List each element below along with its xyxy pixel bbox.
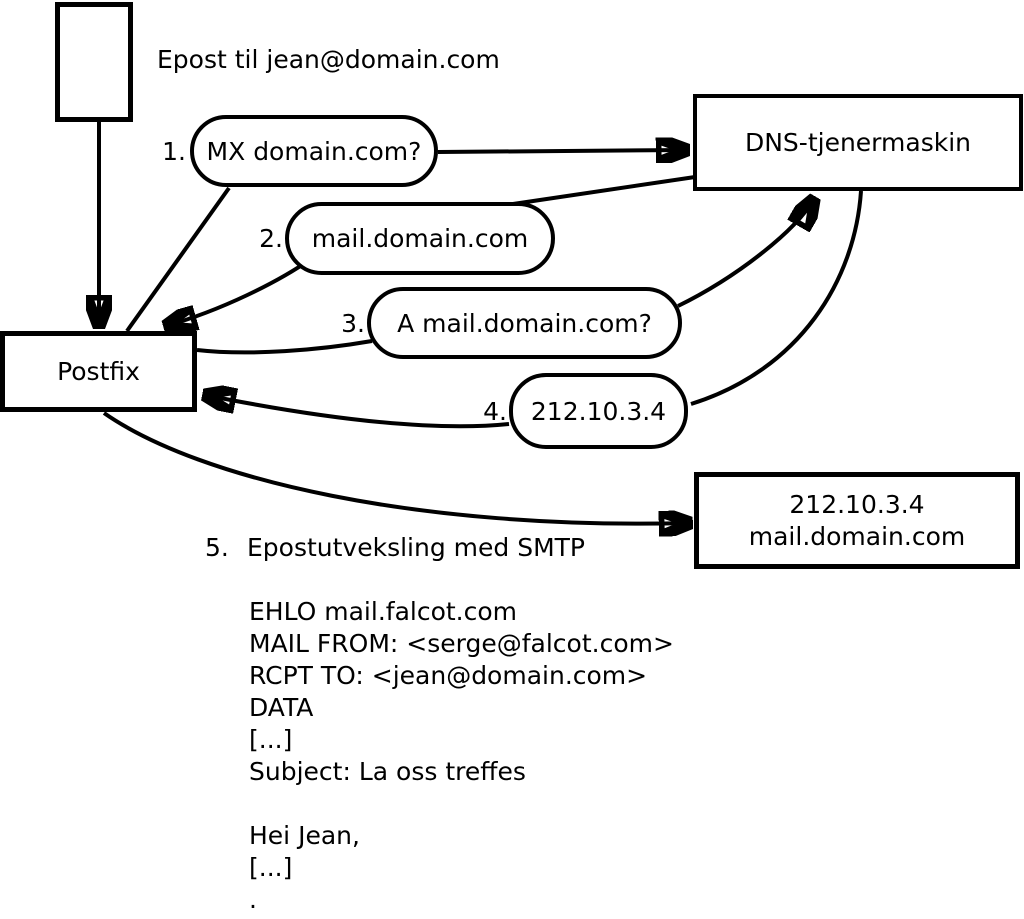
postfix-label: Postfix (57, 357, 140, 386)
dns-server-label: DNS-tjenermaskin (744, 128, 971, 157)
email-note: Epost til jean@domain.com (157, 45, 500, 74)
step-3-number: 3. (341, 308, 365, 338)
arrow-mx-query-to-dns-icon (437, 150, 687, 152)
line-dns-to-a-reply (690, 190, 863, 406)
arrow-smtp-to-mailserver-icon (102, 411, 690, 524)
reply-mx-bubble: mail.domain.com (285, 202, 555, 275)
query-mx-bubble: MX domain.com? (190, 115, 438, 187)
reply-mx-label: mail.domain.com (311, 224, 529, 253)
step-5-caption: 5. Epostutveksling med SMTP (205, 533, 585, 562)
arrow-a-reply-to-postfix-icon (205, 395, 510, 429)
step-1-number: 1. (162, 136, 186, 166)
reply-a-bubble: 212.10.3.4 (509, 373, 688, 449)
step-5-label: Epostutveksling med SMTP (247, 533, 586, 562)
mailserver-node: 212.10.3.4 mail.domain.com (694, 472, 1020, 569)
query-a-bubble: A mail.domain.com? (367, 287, 682, 359)
query-mx-label: MX domain.com? (206, 136, 422, 166)
sender-message-box (55, 2, 133, 122)
step-4-number: 4. (483, 396, 507, 426)
line-postfix-to-a-query (196, 339, 373, 355)
query-a-label: A mail.domain.com? (397, 308, 652, 338)
line-postfix-to-mx-query (125, 186, 231, 333)
postfix-node: Postfix (0, 331, 197, 412)
smtp-session-transcript: EHLO mail.falcot.com MAIL FROM: <serge@f… (249, 597, 674, 914)
reply-a-label: 212.10.3.4 (530, 396, 667, 426)
line-dns-to-mx-reply (512, 175, 696, 206)
arrow-a-query-to-dns-icon (677, 199, 814, 308)
dns-server-node: DNS-tjenermaskin (693, 94, 1023, 191)
mailserver-ip-label: 212.10.3.4 (789, 489, 925, 519)
step-5-number: 5. (205, 533, 229, 562)
step-2-number: 2. (259, 224, 283, 253)
mailserver-host-label: mail.domain.com (748, 521, 966, 551)
